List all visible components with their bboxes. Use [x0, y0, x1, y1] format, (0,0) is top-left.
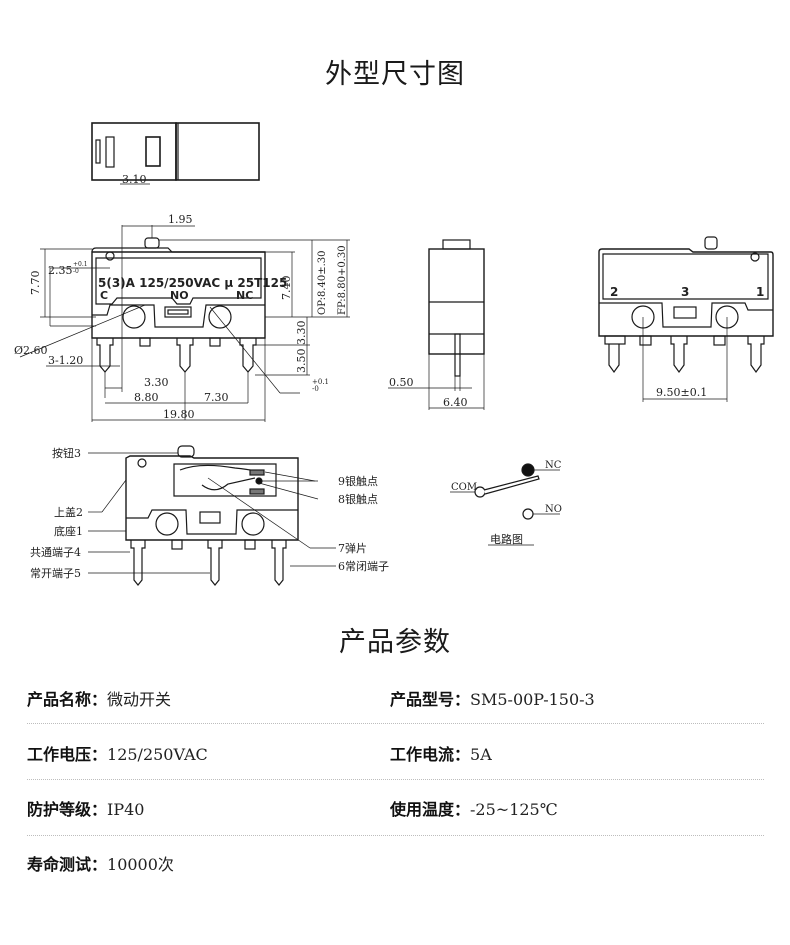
section-view: 按钮3 上盖2 底座1 共通端子4 常开端子5 9银触点 8银触点 7弹片 6常… — [30, 445, 389, 586]
param-key: 工作电流： — [390, 745, 471, 764]
front-view: 5(3)A 125/250VAC μ 25T125 C NO NC — [14, 213, 350, 422]
dim-2-35: 2.35 — [48, 264, 73, 277]
dim-9-50: 9.50±0.1 — [656, 386, 707, 399]
param-value: SM5-00P-150-3 — [470, 690, 595, 709]
dim-8-80: 8.80 — [134, 391, 159, 404]
circuit-com-label: COM — [451, 482, 477, 493]
pin-label-1: 1 — [756, 285, 764, 299]
label-button: 按钮3 — [52, 446, 81, 460]
row-divider — [27, 723, 764, 724]
param-key: 工作电压： — [27, 745, 108, 764]
dim-3-30-right: 3.30 — [295, 321, 308, 346]
dim-1-95: 1.95 — [168, 213, 193, 226]
dim-19-80: 19.80 — [163, 408, 195, 421]
label-common-terminal: 共通端子4 — [30, 546, 81, 559]
dim-fp: FP:8.80+0.30 — [337, 245, 348, 315]
pin-label-2: 2 — [610, 285, 618, 299]
label-spring: 7弹片 — [338, 541, 367, 555]
param-value: 5A — [470, 745, 492, 764]
pin-label-nc: NC — [236, 289, 253, 302]
param-key: 寿命测试： — [27, 855, 108, 874]
tol-down: -0 — [312, 385, 319, 393]
dim-7-70: 7.70 — [29, 271, 42, 296]
technical-drawing: 3.10 5(3)A 125/250VAC μ 25T125 C NO NC — [14, 122, 774, 586]
dim-6-40: 6.40 — [443, 396, 468, 409]
dim-3-30-bottom: 3.30 — [144, 376, 169, 389]
param-key: 产品型号： — [390, 690, 471, 709]
tol-up: +0.1 — [312, 378, 329, 386]
dim-hole-dia: Ø2.60 — [14, 344, 48, 357]
param-voltage: 工作电压：125/250VAC — [27, 741, 208, 765]
param-lifetime: 寿命测试：10000次 — [27, 851, 174, 875]
label-base: 底座1 — [54, 524, 83, 538]
dimensions-title: 外型尺寸图 — [325, 59, 465, 90]
label-no-terminal: 常开端子5 — [30, 567, 81, 580]
param-temperature: 使用温度：-25~125℃ — [390, 796, 558, 820]
dim-7-30: 7.30 — [204, 391, 229, 404]
pin-label-c: C — [100, 289, 108, 302]
row-divider — [27, 835, 764, 836]
circuit-diagram: COM NC NO 电路图 — [450, 460, 562, 546]
dim-2-35-tol-up: +0.1 — [73, 261, 88, 268]
dim-pin-width: 3-1.20 — [48, 354, 83, 367]
side-view: 0.50 6.40 — [388, 239, 485, 410]
switch-marking: 5(3)A 125/250VAC μ 25T125 — [98, 276, 287, 290]
param-product-name: 产品名称：微动开关 — [27, 686, 171, 710]
label-cover: 上盖2 — [54, 505, 83, 519]
row-divider — [27, 779, 764, 780]
param-value: IP40 — [107, 800, 145, 819]
param-value: 微动开关 — [107, 690, 172, 709]
back-view: 2 3 1 9.50±0.1 — [598, 236, 774, 402]
label-silver-contact-8: 8银触点 — [338, 492, 378, 506]
dim-op: OP:8.40±.30 — [317, 251, 328, 316]
param-protection: 防护等级：IP40 — [27, 796, 144, 820]
pin-label-3: 3 — [681, 285, 689, 299]
dim-0-50: 0.50 — [389, 376, 414, 389]
param-key: 产品名称： — [27, 690, 108, 709]
param-value: 10000次 — [107, 855, 174, 874]
param-current: 工作电流：5A — [390, 741, 492, 765]
top-view: 3.10 — [91, 122, 260, 186]
param-key: 使用温度： — [390, 800, 471, 819]
label-nc-terminal: 6常闭端子 — [338, 560, 389, 573]
param-key: 防护等级： — [27, 800, 108, 819]
dim-3-10: 3.10 — [122, 173, 147, 186]
circuit-no-label: NO — [545, 504, 562, 515]
label-silver-contact-9: 9银触点 — [338, 474, 378, 488]
dim-3-50: 3.50 — [295, 349, 308, 374]
dim-2-35-tol-down: -0 — [73, 268, 79, 275]
params-title: 产品参数 — [339, 627, 451, 658]
param-model: 产品型号：SM5-00P-150-3 — [390, 686, 595, 710]
param-value: -25~125℃ — [470, 800, 558, 819]
pin-label-no: NO — [170, 289, 189, 302]
circuit-caption: 电路图 — [490, 533, 523, 546]
circuit-nc-label: NC — [545, 460, 562, 471]
param-value: 125/250VAC — [107, 745, 208, 764]
dim-7-40: 7.40 — [280, 276, 293, 301]
